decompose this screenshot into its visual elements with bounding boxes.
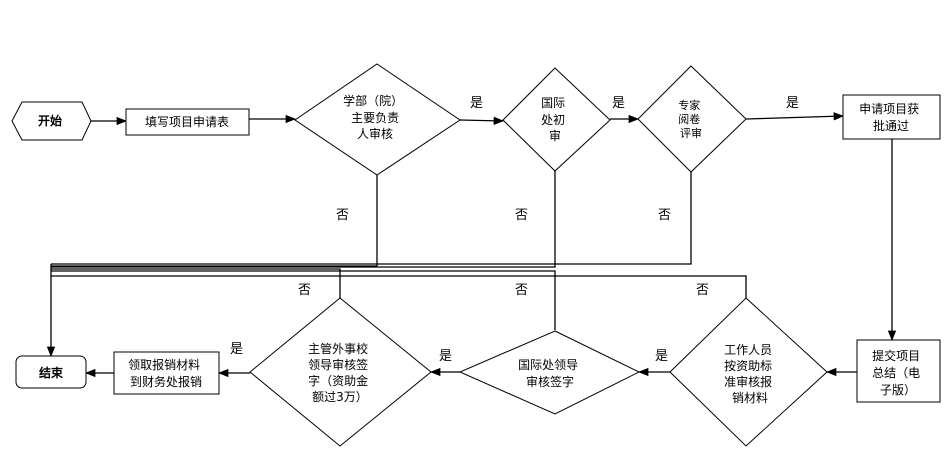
approved-label: 申请项目获 批通过 [859,102,923,133]
end-label: 结束 [39,365,64,380]
intl-initial-node [502,67,611,172]
intl-leader-line: 国际处领导 [518,358,578,372]
dept-review-line: 主要负责 [351,111,399,125]
edge-intl-no [51,171,556,268]
foreign-affairs-label: 主管外事校 领导审核签 字（资助金 额过3万） [308,341,372,404]
intl-initial-line: 审 [549,128,561,143]
foreign-affairs-line: 主管外事校 [308,341,368,356]
end-line: 结束 [39,365,64,380]
intl-initial-label: 国际 处初 审 [541,96,569,143]
staff-check-line: 准审核报 [724,374,772,389]
staff-check-line: 按资助标 [724,359,772,373]
submit-summary-label: 提交项目 总结（电 子版） [872,348,924,397]
foreign-affairs-line: 领导审核签 [308,357,368,372]
submit-summary-line: 总结（电 [872,366,920,380]
dept-review-line: 人审核 [357,126,393,141]
expert-review-label: 专家 阅卷 评审 [678,98,704,140]
edge-label-no: 否 [336,208,349,223]
edge-label-no: 否 [298,283,311,298]
edge-label-no: 否 [658,208,671,223]
edge-expert-no [51,172,692,265]
approved-line: 批通过 [873,118,909,133]
edge-dept-to-intl [459,116,505,125]
edge-foreign-no [51,268,341,298]
dept-review-node [294,63,461,176]
intl-leader-line: 审核签字 [526,374,574,389]
dept-review-label: 学部（院） 主要负责 人审核 [343,93,407,141]
foreign-affairs-node [249,297,432,447]
edge-label-yes: 是 [230,342,243,357]
reimburse-label: 领取报销材料 到财务处报销 [128,357,204,389]
edge-label-yes: 是 [786,96,799,111]
staff-check-node [669,297,828,447]
dept-review-line: 学部（院） [343,93,403,108]
edge-staff-no [51,275,747,298]
edge-label-yes: 是 [612,96,625,111]
expert-review-node [637,65,747,173]
edge-label-yes: 是 [439,349,452,364]
edge-label-yes: 是 [470,96,483,111]
staff-check-line: 工作人员 [724,343,772,357]
edge-dept-no [51,175,378,267]
approved-line: 申请项目获 [859,102,919,116]
expert-review-line: 评审 [680,126,702,140]
reimburse-line: 到财务处报销 [130,374,202,389]
end-node [15,355,87,389]
intl-leader-node [458,330,641,415]
foreign-affairs-line: 字（资助金 [308,373,368,388]
reimburse-node [113,351,220,395]
approved-node [842,94,941,140]
edge-leader-no [51,270,556,330]
fill-form-label: 填写项目申请表 [145,115,229,129]
submit-summary-node [856,339,941,403]
staff-check-label: 工作人员 按资助标 准审核报 销材料 [724,343,776,405]
reimburse-line: 领取报销材料 [128,357,200,372]
edge-label-yes: 是 [655,349,668,364]
edge-label-no: 否 [515,208,528,223]
start-node [11,101,92,141]
submit-summary-line: 提交项目 [872,348,920,363]
foreign-affairs-line: 额过3万） [312,390,368,404]
expert-review-line: 阅卷 [678,112,700,126]
edge-label-no: 否 [515,283,528,298]
fill-form-node [125,108,250,136]
fill-form-line: 填写项目申请表 [145,115,229,129]
submit-summary-line: 子版） [880,383,916,397]
start-label: 开始 [38,113,62,128]
staff-check-line: 销材料 [732,391,768,405]
intl-initial-line: 处初 [541,113,565,127]
expert-review-line: 专家 [678,98,700,112]
start-line: 开始 [38,113,62,128]
intl-initial-line: 国际 [541,96,565,110]
edge-label-no: 否 [696,283,709,298]
intl-leader-label: 国际处领导 审核签字 [518,358,582,389]
edge-expert-to-approved [745,112,845,121]
